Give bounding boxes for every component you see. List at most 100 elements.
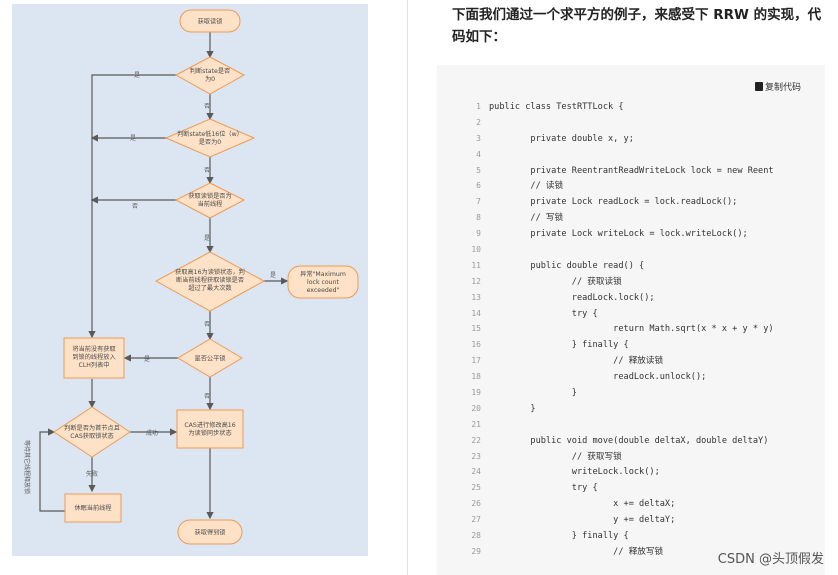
node-queue bbox=[63, 337, 125, 379]
code-line: 22 public void move(double deltaX, doubl… bbox=[437, 433, 825, 449]
code-line: 5 private ReentrantReadWriteLock lock = … bbox=[437, 163, 825, 179]
line-number: 15 bbox=[471, 324, 481, 334]
copy-code-button[interactable]: 复制代码 bbox=[754, 80, 801, 93]
node-decision-fair bbox=[177, 338, 243, 378]
line-number: 11 bbox=[471, 260, 481, 270]
code-text: y += deltaY; bbox=[489, 515, 676, 526]
node-decision-max-count-label: 获取高16为读锁状态，判断当前线程获取读锁是否超过了最大次数 bbox=[175, 268, 245, 292]
code-text: try { bbox=[489, 483, 598, 494]
line-number: 3 bbox=[476, 133, 481, 143]
node-decision-max-count bbox=[154, 251, 266, 312]
line-number: 10 bbox=[471, 245, 481, 255]
code-line: 10 bbox=[437, 242, 825, 258]
code-line: 1 public class TestRTTLock { bbox=[437, 99, 825, 115]
line-number: 14 bbox=[471, 308, 481, 318]
edge-label-yes-4: 是 bbox=[270, 272, 276, 279]
code-line: 11 public double read() { bbox=[437, 258, 825, 274]
node-start-label: 获取读锁 bbox=[198, 18, 223, 26]
line-number: 21 bbox=[471, 419, 481, 429]
code-line: 18 readLock.unlock(); bbox=[437, 369, 825, 385]
copy-icon bbox=[754, 82, 763, 91]
code-text: } bbox=[489, 403, 536, 414]
intro-paragraph: 下面我们通过一个求平方的例子，来感受下 RRW 的实现，代码如下： bbox=[452, 7, 822, 45]
node-decision-low16-label: 判断state低16位（w）是否为0 bbox=[177, 130, 243, 146]
code-line: 23 // 获取写锁 bbox=[437, 449, 825, 465]
line-number: 29 bbox=[471, 546, 481, 556]
code-text: private ReentrantReadWriteLock lock = ne… bbox=[489, 165, 774, 176]
code-text: public class TestRTTLock { bbox=[489, 102, 624, 112]
line-number: 24 bbox=[471, 467, 481, 477]
line-number: 22 bbox=[471, 435, 481, 445]
node-interrupt-label: 休眠当前线程 bbox=[74, 504, 111, 512]
code-line: 28 } finally { bbox=[437, 528, 825, 544]
edge-label-no-2: 否 bbox=[204, 167, 210, 174]
edge-label-yes-3: 是 bbox=[204, 235, 210, 242]
code-text: // 释放写锁 bbox=[489, 546, 664, 557]
code-line: 9 private Lock writeLock = lock.writeLoc… bbox=[437, 226, 825, 242]
line-number: 16 bbox=[471, 340, 481, 350]
line-number: 28 bbox=[471, 531, 481, 541]
code-line: 20 } bbox=[437, 401, 825, 417]
code-line: 14 try { bbox=[437, 306, 825, 322]
node-decision-head bbox=[53, 406, 131, 458]
edge-label-yes-5: 是 bbox=[144, 356, 150, 363]
code-text: // 获取读锁 bbox=[489, 276, 622, 287]
code-line: 3 private double x, y; bbox=[437, 131, 825, 147]
code-text: } finally { bbox=[489, 340, 629, 351]
column-divider bbox=[407, 0, 408, 575]
node-end-label: 获取得到锁 bbox=[195, 529, 226, 537]
code-text: // 获取写锁 bbox=[489, 451, 622, 462]
code-line: 24 writeLock.lock(); bbox=[437, 464, 825, 480]
line-number: 23 bbox=[471, 451, 481, 461]
code-text: writeLock.lock(); bbox=[489, 467, 660, 478]
code-line: 8 // 写锁 bbox=[437, 210, 825, 226]
code-line: 7 private Lock readLock = lock.readLock(… bbox=[437, 194, 825, 210]
line-number: 12 bbox=[471, 276, 481, 286]
code-line: 4 bbox=[437, 147, 825, 163]
code-text: private Lock readLock = lock.readLock(); bbox=[489, 197, 738, 208]
edge-label-no-4: 否 bbox=[204, 321, 210, 328]
code-text: // 读锁 bbox=[489, 181, 564, 192]
code-line: 6 // 读锁 bbox=[437, 178, 825, 194]
code-text: x += deltaX; bbox=[489, 499, 676, 510]
node-decision-fair-label: 是否公平锁 bbox=[195, 355, 226, 363]
code-line: 25 try { bbox=[437, 480, 825, 496]
line-number: 1 bbox=[476, 102, 481, 111]
line-number: 27 bbox=[471, 515, 481, 525]
node-decision-owner-label: 获取读锁是否为当前线程 bbox=[188, 192, 231, 208]
line-number: 17 bbox=[471, 356, 481, 366]
code-line: 27 y += deltaY; bbox=[437, 512, 825, 528]
code-line: 16 } finally { bbox=[437, 337, 825, 353]
edge-label-fail: 失败 bbox=[86, 470, 98, 478]
line-number: 8 bbox=[476, 213, 481, 223]
edge-label-no-1: 否 bbox=[204, 103, 210, 110]
node-interrupt bbox=[64, 493, 122, 523]
code-text: } bbox=[489, 388, 577, 399]
edge-label-yes-2: 是 bbox=[130, 135, 136, 142]
csdn-watermark: CSDN @头顶假发 bbox=[717, 552, 824, 567]
line-number: 7 bbox=[476, 197, 481, 207]
code-text: // 释放读锁 bbox=[489, 356, 664, 367]
node-exception bbox=[287, 265, 359, 299]
flow-edges bbox=[39, 32, 289, 520]
edge-label-wait: 等待其它线程释放锁 bbox=[23, 440, 31, 494]
node-end bbox=[177, 519, 243, 545]
node-cas bbox=[176, 409, 244, 449]
code-line: 19 } bbox=[437, 385, 825, 401]
code-text: // 写锁 bbox=[489, 213, 564, 224]
line-number: 18 bbox=[471, 372, 481, 382]
code-line: 15 return Math.sqrt(x * x + y * y) bbox=[437, 321, 825, 337]
line-number: 9 bbox=[476, 229, 481, 239]
node-start bbox=[179, 9, 241, 33]
code-text: readLock.lock(); bbox=[489, 292, 655, 303]
node-decision-owner bbox=[174, 182, 246, 219]
flowchart-panel: 是 否 是 否 否 是 是 否 是 否 成功 失败 等待其它线程释放锁 获取读锁… bbox=[12, 4, 368, 556]
code-line: 12 // 获取读锁 bbox=[437, 274, 825, 290]
code-text: public void move(double deltaX, double d… bbox=[489, 435, 769, 446]
code-text: private double x, y; bbox=[489, 133, 634, 144]
